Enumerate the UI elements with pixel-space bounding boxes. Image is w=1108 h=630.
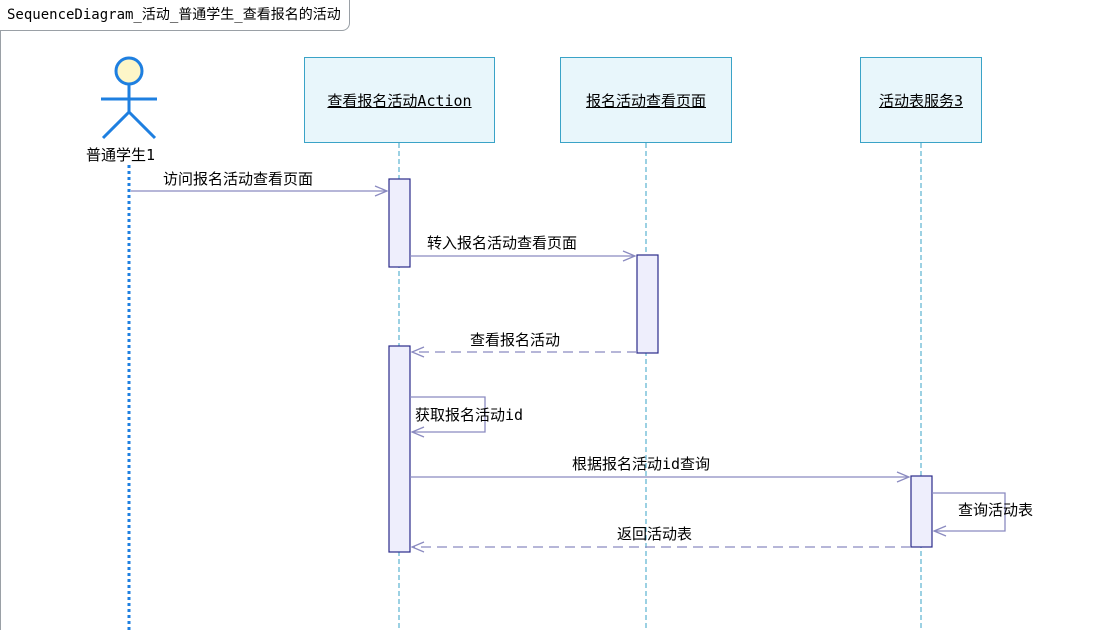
- activation-service-1[interactable]: [910, 475, 933, 548]
- lifeline-box-service[interactable]: 活动表服务3: [860, 57, 982, 143]
- actor-name: 普通学生1: [86, 146, 156, 164]
- message-arrow-get-id-self[interactable]: [410, 396, 486, 432]
- activation-action-1[interactable]: [388, 178, 411, 268]
- frame-title: SequenceDiagram_活动_普通学生_查看报名的活动: [0, 0, 350, 31]
- lifeline-box-action[interactable]: 查看报名活动Action: [304, 57, 495, 143]
- message-label-get-id: 获取报名活动id: [415, 406, 524, 424]
- activation-action-2[interactable]: [388, 345, 411, 553]
- message-label-visit-page: 访问报名活动查看页面: [163, 170, 314, 188]
- message-label-query-table: 查询活动表: [958, 501, 1034, 519]
- message-label-return-table: 返回活动表: [617, 525, 693, 543]
- message-label-query-service: 根据报名活动id查询: [572, 455, 711, 473]
- actor-figure[interactable]: [101, 56, 157, 140]
- message-label-forward-page: 转入报名活动查看页面: [427, 234, 578, 252]
- actor-left-leg: [101, 110, 131, 140]
- lifeline-box-page[interactable]: 报名活动查看页面: [560, 57, 732, 143]
- activation-page-1[interactable]: [636, 254, 659, 354]
- message-label-view-return: 查看报名活动: [470, 331, 561, 349]
- actor-right-leg: [127, 110, 157, 140]
- actor-head: [114, 56, 144, 86]
- message-arrow-query-table-self[interactable]: [932, 492, 1006, 531]
- frame-left-edge: [0, 0, 1, 630]
